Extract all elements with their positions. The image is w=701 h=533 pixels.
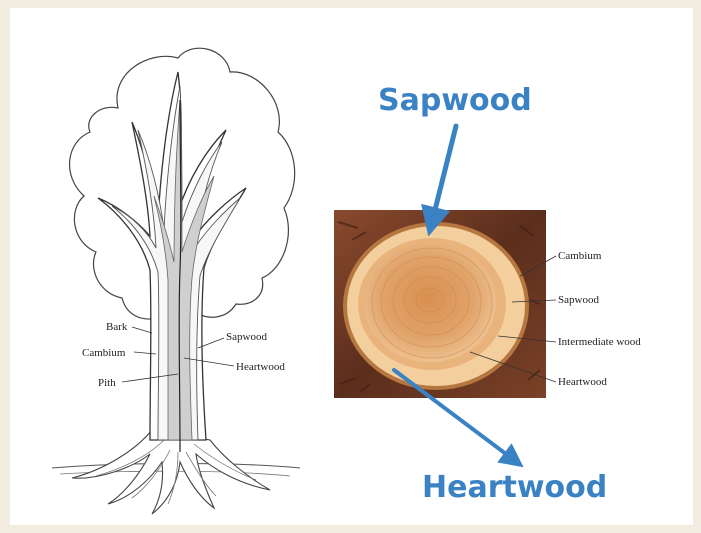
log-heartwood-core xyxy=(364,242,496,362)
tree-label-sapwood: Sapwood xyxy=(226,331,267,343)
log-cross-section-photo: Cambium Sapwood Intermediate wood Heartw… xyxy=(334,210,641,398)
log-label-intermediate: Intermediate wood xyxy=(558,336,641,348)
tree-label-heartwood: Heartwood xyxy=(236,361,285,373)
log-label-cambium: Cambium xyxy=(558,250,602,262)
tree-label-bark: Bark xyxy=(106,321,128,333)
log-label-sapwood: Sapwood xyxy=(558,294,599,306)
log-label-heartwood: Heartwood xyxy=(558,376,607,388)
tree-label-cambium: Cambium xyxy=(82,347,126,359)
tree-label-pith: Pith xyxy=(98,377,116,389)
tree-illustration: Bark Cambium Pith Sapwood Heartwood xyxy=(52,48,300,514)
callout-sapwood-arrow xyxy=(432,126,456,222)
callout-sapwood-title: Sapwood xyxy=(378,83,532,118)
callout-heartwood-title: Heartwood xyxy=(422,470,607,505)
tree-roots xyxy=(72,430,270,514)
leader-bark xyxy=(132,327,152,333)
